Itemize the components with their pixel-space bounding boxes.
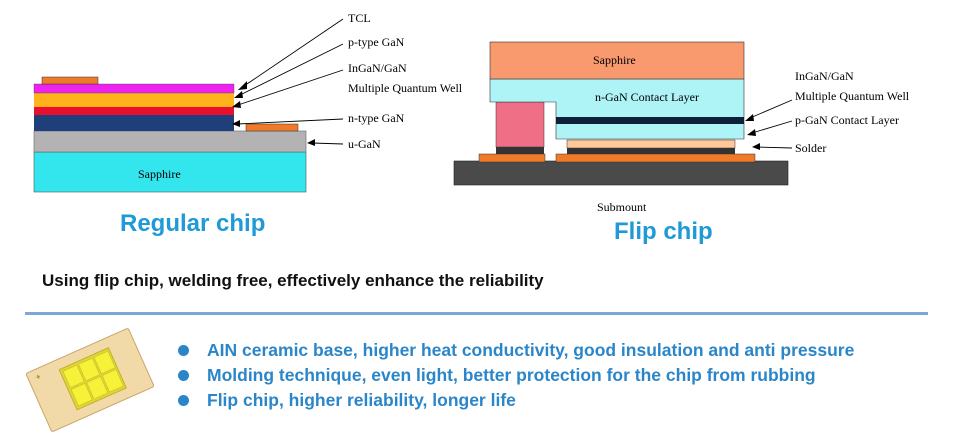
flip-n-bump (495, 101, 545, 148)
callout-mqw: Multiple Quantum Well (348, 81, 463, 95)
bullet-icon (178, 395, 189, 406)
regular-p-electrode (41, 76, 99, 85)
feature-list: AIN ceramic base, higher heat conductivi… (178, 338, 854, 413)
flip-sapphire-label: Sapphire (593, 53, 636, 67)
flip-p-bump-base (567, 148, 735, 154)
regular-sapphire-label: Sapphire (138, 167, 181, 181)
flip-contact-label: n-GaN Contact Layer (595, 90, 699, 104)
bullet-icon (178, 370, 189, 381)
flip-p-bump (566, 139, 736, 149)
flip-mqw-layer (556, 117, 744, 124)
flip-submount-label: Submount (597, 200, 647, 214)
regular-n-electrode (245, 123, 299, 132)
bullet-icon (178, 345, 189, 356)
feature-text: AIN ceramic base, higher heat conductivi… (207, 340, 855, 360)
section-divider (25, 312, 928, 315)
regular-sapphire-layer (33, 151, 307, 193)
flip-solder-right (555, 153, 756, 163)
callout-tcl: TCL (348, 11, 371, 25)
flip-chip-diagram: n-GaN Contact Layer Sapphire InGaN/GaN M… (453, 41, 910, 214)
regular-n-gan-layer (34, 115, 234, 131)
flip-solder-left (478, 153, 546, 163)
regular-u-gan-layer (33, 130, 307, 153)
flip-callout-p-gan-contact: p-GaN Contact Layer (795, 113, 899, 127)
callout-p-type-gan: p-type GaN (348, 35, 405, 49)
flip-chip-title: Flip chip (614, 218, 713, 245)
regular-p-gan-layer (34, 93, 234, 107)
flip-submount (453, 160, 789, 186)
callout-u-gan: u-GaN (348, 137, 381, 151)
feature-text: Molding technique, even light, better pr… (207, 365, 816, 385)
flip-callout-mqw: Multiple Quantum Well (795, 89, 910, 103)
flip-callout-ingan-gan: InGaN/GaN (795, 69, 854, 83)
feature-text: Flip chip, higher reliability, longer li… (207, 390, 516, 410)
feature-item: AIN ceramic base, higher heat conductivi… (178, 338, 854, 363)
flip-n-bump-base (496, 147, 544, 154)
summary-text: Using flip chip, welding free, effective… (42, 271, 544, 290)
feature-item: Molding technique, even light, better pr… (178, 363, 854, 388)
regular-tcl-layer (33, 83, 235, 94)
flip-sapphire-layer (489, 41, 745, 80)
regular-chip-diagram: Sapphire TCL p-type GaN InGaN/GaN Multip… (33, 11, 463, 193)
regular-chip-title: Regular chip (120, 210, 266, 237)
callout-n-type-gan: n-type GaN (348, 111, 405, 125)
cob-module-image (25, 328, 155, 432)
feature-item: Flip chip, higher reliability, longer li… (178, 388, 854, 413)
callout-ingan-gan: InGaN/GaN (348, 61, 407, 75)
regular-mqw-layer (34, 107, 234, 115)
flip-callout-solder: Solder (795, 141, 826, 155)
